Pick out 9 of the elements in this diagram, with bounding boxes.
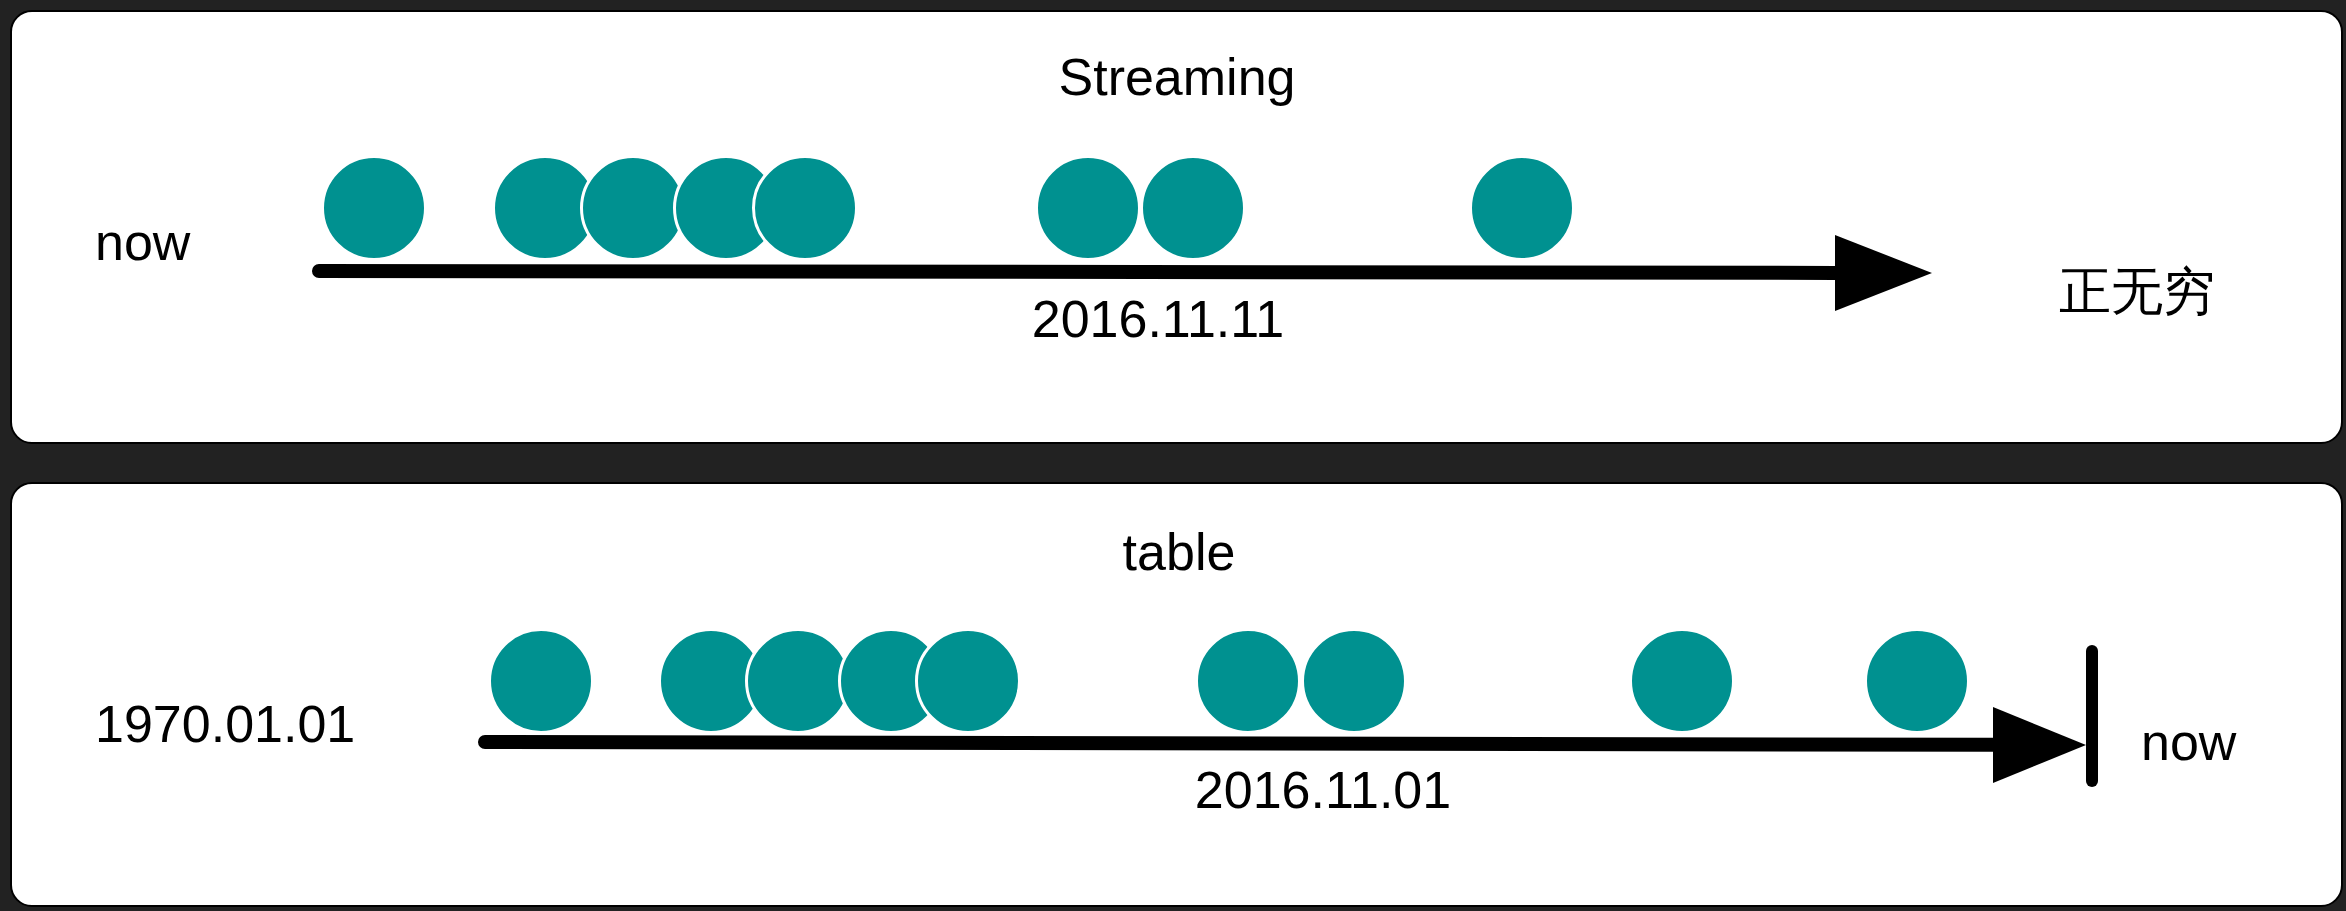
axis-start-label: now [95,216,191,268]
axis-end-label: now [2141,716,2237,768]
axis-start-label: 1970.01.01 [95,698,356,750]
timeline-panel [10,10,2343,444]
axis-date-label: 2016.11.01 [1194,764,1452,816]
axis-end-label: 正无穷 [2059,265,2215,317]
timeline-panel [10,482,2343,907]
panel-title: table [1122,526,1236,578]
axis-date-label: 2016.11.11 [1031,293,1285,345]
